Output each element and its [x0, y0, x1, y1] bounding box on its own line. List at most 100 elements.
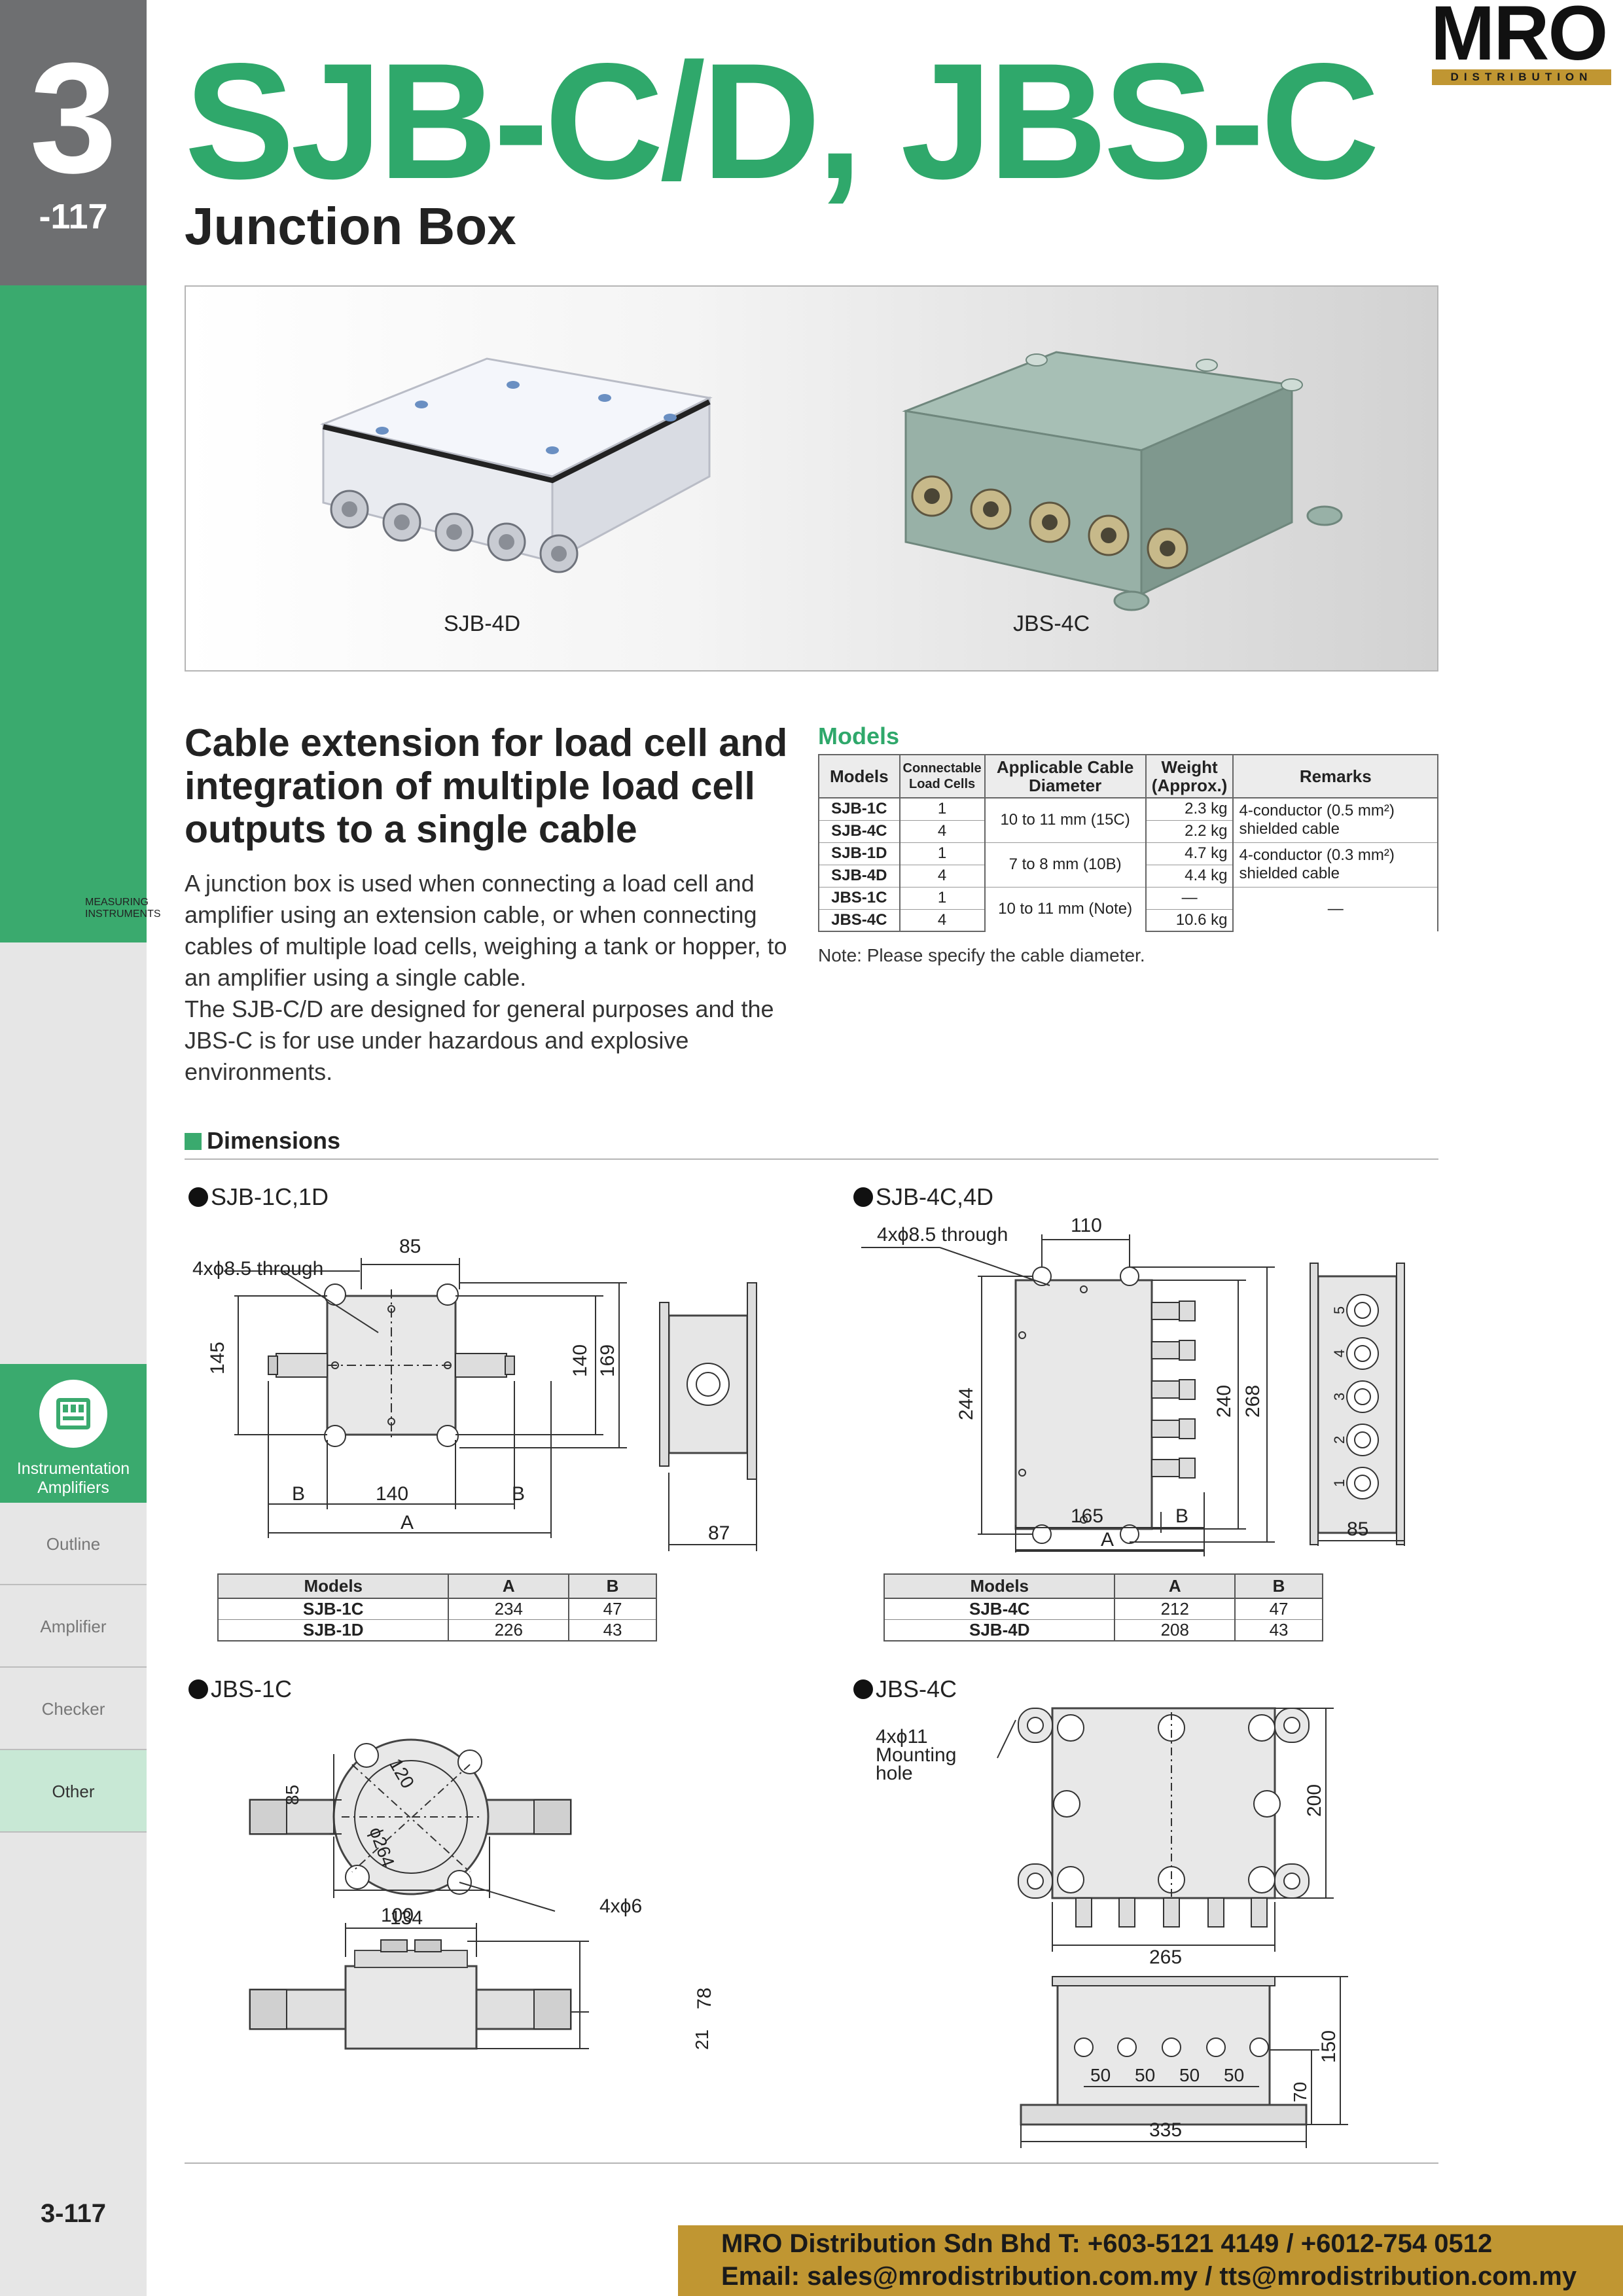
intro-paragraph-2: The SJB-C/D are designed for general pur… — [185, 996, 774, 1085]
models-note: Note: Please specify the cable diameter. — [818, 945, 1145, 965]
sidebar-item-outline[interactable]: Outline — [0, 1503, 147, 1585]
dim-21: 21 — [692, 2030, 712, 2050]
table-row: SJB-4D 4 4.4 kg — [818, 864, 1438, 887]
jbs-4c-label-text: JBS-4C — [876, 1676, 957, 1702]
dim-145: 145 — [207, 1342, 228, 1374]
logo-text: MRO — [1431, 0, 1608, 77]
dimensions-heading: Dimensions — [185, 1127, 340, 1155]
model-name: JBS-4C — [818, 908, 901, 932]
category-label: Instrumentation Amplifiers — [16, 1460, 130, 1497]
chapter-tab: 3 -117 — [0, 0, 147, 285]
intro-paragraph-1: A junction box is used when connecting a… — [185, 870, 787, 991]
remarks: 4-conductor (0.5 mm²) shielded cable — [1232, 797, 1438, 842]
dim-335: 335 — [1149, 2119, 1182, 2141]
table-row: JBS-1C 1 10 to 11 mm (Note) — — — [818, 886, 1438, 931]
sjb-1c-1d-label: SJB-1C,1D — [188, 1183, 329, 1211]
table-row: JBS-4C 4 10.6 kg — [818, 908, 1438, 932]
sjb1-hole-note: 4xϕ8.5 through — [192, 1258, 323, 1280]
dim-85-side: 85 — [1347, 1518, 1368, 1540]
cable-diameter: 7 to 8 mm (10B) — [984, 842, 1147, 887]
dim-85: 85 — [282, 1785, 302, 1805]
model-name: SJB-4C — [818, 819, 901, 842]
sjb4-hole-note: 4xϕ8.5 through — [877, 1224, 1008, 1246]
table-row: SJB-4C 4 2.2 kg — [818, 819, 1438, 842]
contact-footer: MRO Distribution Sdn Bhd T: +603-5121 41… — [678, 2225, 1623, 2296]
col-b: B — [1234, 1573, 1323, 1599]
sidebar-item-other[interactable]: Other — [0, 1750, 147, 1833]
dim-140-horizontal: 140 — [376, 1483, 408, 1505]
weight: 2.2 kg — [1145, 819, 1234, 842]
col-cable-diameter: Applicable Cable Diameter — [984, 754, 1147, 798]
square-bullet-icon — [185, 1133, 202, 1150]
dim-268: 268 — [1242, 1385, 1264, 1418]
col-weight: Weight (Approx.) — [1145, 754, 1234, 798]
category-instrumentation-amplifiers[interactable]: Instrumentation Amplifiers — [0, 1364, 147, 1503]
bullet-icon — [188, 1187, 208, 1207]
dim-134: 134 — [390, 1907, 423, 1929]
table-header: Models A B — [883, 1573, 1323, 1599]
bullet-icon — [188, 1679, 208, 1699]
sjb-4c-4d-label-text: SJB-4C,4D — [876, 1183, 994, 1210]
photo-caption-sjb-4d: SJB-4D — [444, 611, 521, 636]
jbs-1c-label-text: JBS-1C — [211, 1676, 293, 1702]
jbs-4c-drawing: 265 200 150 70 50 50 50 50 335 — [997, 1707, 1348, 2148]
jbs-1c-label: JBS-1C — [188, 1676, 292, 1703]
page-number: 3-117 — [40, 2199, 107, 2228]
dim-140-vertical: 140 — [569, 1344, 591, 1377]
load-cells: 1 — [899, 842, 986, 865]
col-a: A — [448, 1573, 570, 1599]
weight: 10.6 kg — [1145, 908, 1234, 932]
col-a: A — [1114, 1573, 1236, 1599]
dim-pitch-2: 50 — [1135, 2065, 1155, 2085]
table-row: SJB-1D 1 7 to 8 mm (10B) 4.7 kg 4-conduc… — [818, 842, 1438, 887]
model-name: SJB-1D — [217, 1619, 450, 1641]
load-cells: 4 — [899, 864, 986, 887]
dim-holes: 4xϕ6 — [599, 1895, 642, 1917]
dim-240: 240 — [1213, 1385, 1235, 1418]
load-cells: 1 — [899, 886, 986, 909]
sidebar-item-checker[interactable]: Checker — [0, 1668, 147, 1750]
port-1: 1 — [1331, 1479, 1347, 1487]
chapter-number: 3 — [29, 30, 117, 206]
dim-b-left: B — [292, 1483, 305, 1505]
col-b: B — [568, 1573, 657, 1599]
section-tab — [0, 285, 147, 942]
sidebar-item-amplifier[interactable]: Amplifier — [0, 1585, 147, 1668]
sjb-4d-image — [319, 357, 713, 573]
chapter-page: -117 — [39, 197, 108, 236]
dim-85: 85 — [399, 1236, 421, 1257]
dim-pitch-4: 50 — [1224, 2065, 1244, 2085]
logo-subtext: DISTRIBUTION — [1432, 69, 1611, 85]
port-4: 4 — [1331, 1350, 1347, 1357]
cable-diameter: 10 to 11 mm (Note) — [984, 886, 1147, 931]
col-models: Models — [818, 754, 901, 798]
value-a: 234 — [448, 1598, 570, 1620]
remarks: — — [1232, 886, 1438, 931]
mro-logo: MRO DISTRIBUTION — [1431, 0, 1614, 85]
jbs-4c-image — [902, 351, 1343, 611]
value-a: 226 — [448, 1619, 570, 1641]
load-cells: 4 — [899, 819, 986, 842]
page-subtitle: Junction Box — [185, 197, 516, 255]
dim-244: 244 — [955, 1388, 977, 1420]
value-b: 43 — [1234, 1619, 1323, 1641]
dim-265: 265 — [1149, 1946, 1182, 1968]
page-title: SJB-C/D, JBS-C — [185, 29, 1380, 213]
dim-pitch-1: 50 — [1090, 2065, 1111, 2085]
models-table: Models Connectable Load Cells Applicable… — [818, 754, 1438, 932]
footer-company-phone: MRO Distribution Sdn Bhd T: +603-5121 41… — [721, 2229, 1493, 2258]
sjb-4c-4d-label: SJB-4C,4D — [853, 1183, 993, 1211]
dim-200: 200 — [1304, 1784, 1325, 1817]
load-cells: 4 — [899, 908, 986, 932]
value-b: 47 — [1234, 1598, 1323, 1620]
model-name: SJB-1C — [818, 797, 901, 820]
dim-165: 165 — [1071, 1505, 1103, 1527]
section-title: MEASURING INSTRUMENTS — [85, 897, 161, 920]
value-a: 212 — [1114, 1598, 1236, 1620]
load-cells: 1 — [899, 797, 986, 820]
